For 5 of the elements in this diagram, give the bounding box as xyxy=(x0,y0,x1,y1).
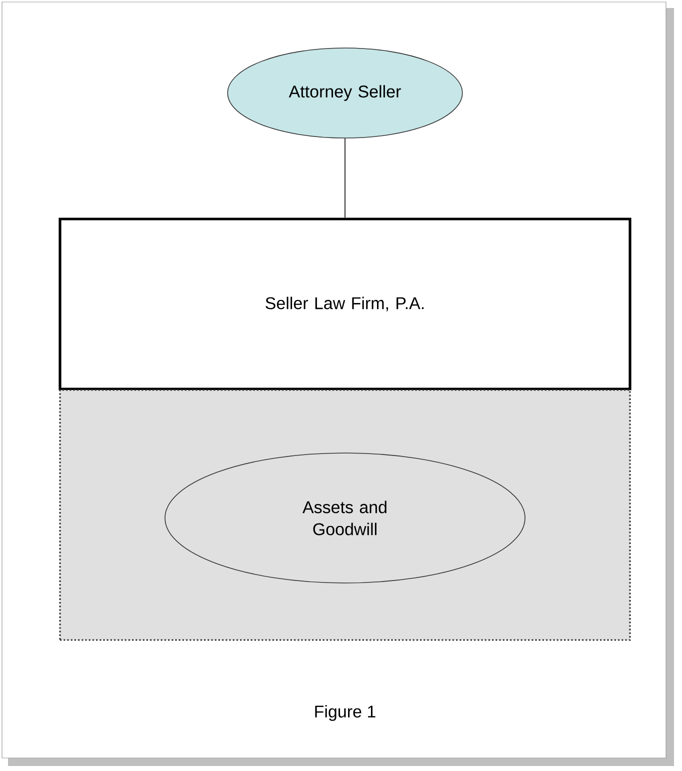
oval-node: Assets and Goodwill xyxy=(164,452,526,584)
figure-caption: Figure 1 xyxy=(315,705,376,721)
oval-node: Attorney Seller xyxy=(227,48,463,138)
process-box: Seller Law Firm, P.A. xyxy=(58,218,632,390)
connector-line xyxy=(344,138,346,218)
